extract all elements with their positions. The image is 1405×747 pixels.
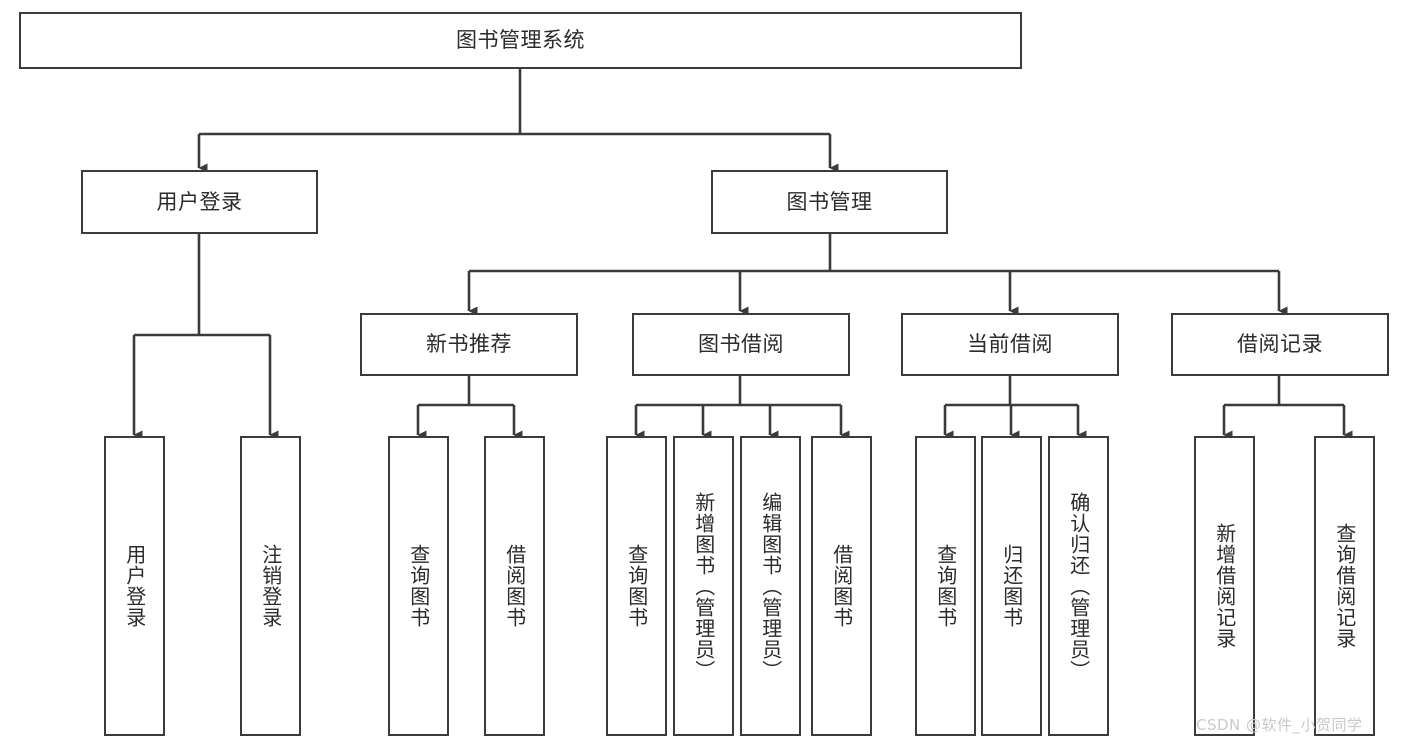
node-leaf-book-borrow-1[interactable]: 查询图书 [606,436,667,736]
node-leaf-current-borrow-2[interactable]: 归还图书 [981,436,1042,736]
csdn-watermark: CSDN @软件_小贺同学 [1196,716,1363,734]
node-leaf-book-borrow-3[interactable]: 编辑图书（管理员） [740,436,801,736]
node-leaf-borrow-record-2-label: 查询借阅记录 [1332,523,1357,649]
node-root-label: 图书管理系统 [456,28,585,53]
node-leaf-current-borrow-1[interactable]: 查询图书 [915,436,976,736]
node-leaf-current-borrow-3[interactable]: 确认归还（管理员） [1048,436,1109,736]
node-leaf-book-borrow-2[interactable]: 新增图书（管理员） [673,436,734,736]
node-leaf-current-borrow-2-label: 归还图书 [999,544,1024,628]
node-leaf-book-borrow-2-label: 新增图书（管理员） [691,491,716,681]
node-borrow-record[interactable]: 借阅记录 [1171,313,1389,376]
node-current-borrow[interactable]: 当前借阅 [901,313,1119,376]
node-leaf-new-book-1-label: 查询图书 [406,544,431,628]
node-leaf-new-book-2[interactable]: 借阅图书 [484,436,545,736]
node-leaf-new-book-1[interactable]: 查询图书 [388,436,449,736]
node-leaf-user-login-1-label: 用户登录 [122,544,147,628]
node-leaf-book-borrow-1-label: 查询图书 [624,544,649,628]
node-new-book-recommend-label: 新书推荐 [426,332,512,357]
node-new-book-recommend[interactable]: 新书推荐 [360,313,578,376]
node-user-login[interactable]: 用户登录 [81,170,318,234]
node-leaf-borrow-record-1-label: 新增借阅记录 [1212,523,1237,649]
node-leaf-borrow-record-2[interactable]: 查询借阅记录 [1314,436,1375,736]
node-leaf-current-borrow-3-label: 确认归还（管理员） [1066,491,1091,681]
node-book-management-label: 图书管理 [786,189,873,214]
node-leaf-book-borrow-4-label: 借阅图书 [829,544,854,628]
node-leaf-user-login-2[interactable]: 注销登录 [240,436,301,736]
node-leaf-current-borrow-1-label: 查询图书 [933,544,958,628]
node-borrow-record-label: 借阅记录 [1237,332,1323,357]
node-leaf-book-borrow-4[interactable]: 借阅图书 [811,436,872,736]
node-user-login-label: 用户登录 [156,189,243,214]
node-book-borrow[interactable]: 图书借阅 [632,313,850,376]
node-leaf-user-login-1[interactable]: 用户登录 [104,436,165,736]
node-leaf-user-login-2-label: 注销登录 [258,544,283,628]
node-leaf-book-borrow-3-label: 编辑图书（管理员） [758,491,783,681]
node-root[interactable]: 图书管理系统 [19,12,1022,69]
node-book-borrow-label: 图书借阅 [698,332,784,357]
node-leaf-new-book-2-label: 借阅图书 [502,544,527,628]
node-leaf-borrow-record-1[interactable]: 新增借阅记录 [1194,436,1255,736]
node-current-borrow-label: 当前借阅 [967,332,1053,357]
node-book-management[interactable]: 图书管理 [711,170,948,234]
